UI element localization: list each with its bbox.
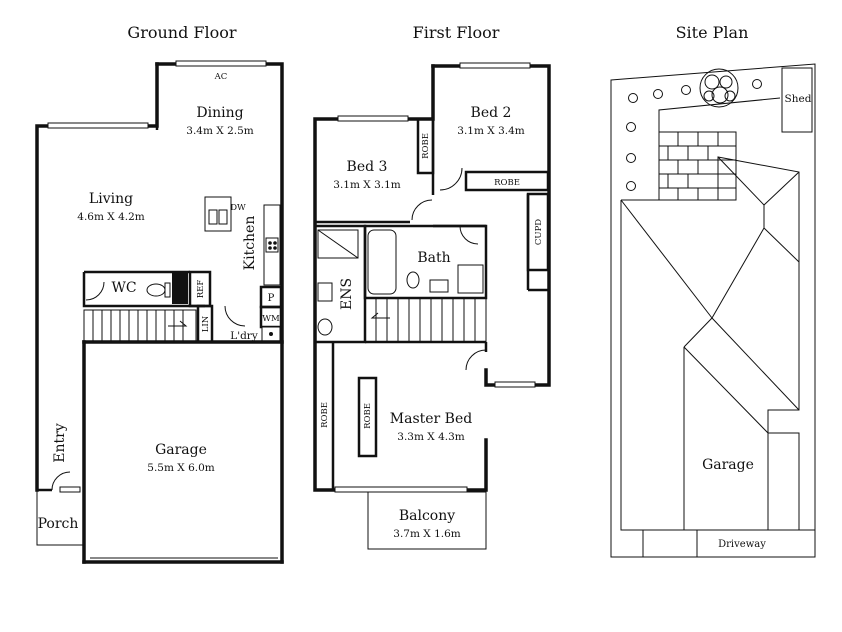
master-door-swing — [465, 349, 487, 371]
porch-outline — [36, 490, 84, 546]
living-label: Living — [89, 191, 133, 207]
bath-basin — [429, 279, 449, 293]
roof-outline — [620, 156, 800, 531]
master-robe-island — [357, 376, 378, 458]
bed3-robe — [416, 117, 435, 175]
bed3-dimensions: 3.1m X 3.1m — [333, 179, 401, 191]
bed2-window — [459, 62, 531, 69]
first-floor-title: First Floor — [413, 23, 500, 42]
site-garage-label: Garage — [702, 457, 754, 473]
shrub-icons — [626, 79, 762, 191]
ensuite-label: ENS — [339, 278, 355, 310]
washing-machine-label: WM — [262, 314, 280, 324]
bed3-robe-label: ROBE — [421, 133, 431, 159]
laundry-label: L'dry — [230, 330, 258, 342]
wc-label: WC — [111, 280, 136, 296]
bath-toilet-icon — [406, 271, 420, 289]
dining-dimensions: 3.4m X 2.5m — [186, 125, 254, 137]
bed3-door-swing — [411, 199, 433, 221]
paving-joints — [659, 132, 736, 200]
balcony-outline — [367, 491, 487, 550]
cooktop — [265, 237, 279, 253]
stair-arrow-icon — [168, 320, 188, 327]
shed — [781, 67, 813, 133]
bathtub-icon — [367, 229, 397, 295]
bed3-window — [337, 115, 409, 122]
shed-label: Shed — [785, 93, 812, 105]
bed2-robe — [464, 170, 550, 192]
site-boundary — [610, 63, 816, 558]
site-plan-title: Site Plan — [676, 23, 749, 42]
bath-door-swing — [459, 225, 479, 245]
burner — [273, 246, 277, 250]
entry-label: Entry — [52, 423, 68, 463]
burner — [273, 241, 277, 245]
bed3-label: Bed 3 — [347, 159, 388, 175]
master-side-window — [494, 381, 536, 388]
driveway-label: Driveway — [718, 539, 766, 550]
bed2-robe-label: ROBE — [494, 178, 520, 188]
wc-wall-block — [172, 272, 188, 304]
roof-ridges — [620, 156, 800, 530]
living-window — [47, 122, 149, 129]
site-plan: Shed Garage Driveway — [610, 63, 816, 558]
laundry-door-swing — [224, 305, 246, 327]
garden-edge — [658, 97, 781, 200]
ensuite-toilet-icon — [317, 318, 333, 336]
entry-door-swing — [51, 471, 71, 491]
bed2-door-swing — [439, 167, 463, 191]
kitchen-label: Kitchen — [242, 216, 258, 271]
dishwasher-label: DW — [230, 203, 246, 213]
balcony-label: Balcony — [399, 508, 455, 524]
first-floor-plan: Bed 3 3.1m X 3.1m ROBE Bed 2 3.1m X 3.4m… — [313, 62, 551, 550]
bath-label: Bath — [417, 250, 450, 266]
master-robe-wall-label: ROBE — [320, 402, 330, 428]
wc-door-swing — [85, 281, 105, 301]
stair-treads — [92, 310, 184, 342]
first-stair-arrow-icon — [370, 312, 390, 319]
fridge-label: REF — [196, 280, 206, 299]
bed2-dimensions: 3.1m X 3.4m — [457, 125, 525, 137]
sink-icon — [208, 209, 218, 225]
master-robe-island-label: ROBE — [363, 403, 373, 429]
linen-label: LIN — [201, 315, 211, 332]
sink-icon — [218, 209, 228, 225]
balcony-door — [334, 486, 468, 493]
burner — [268, 246, 272, 250]
toilet-tank — [164, 282, 171, 298]
ensuite-basin — [317, 282, 333, 302]
living-dimensions: 4.6m X 4.2m — [77, 211, 145, 223]
wc-wall — [82, 272, 205, 308]
burner — [268, 241, 272, 245]
entry-door — [59, 486, 81, 493]
ground-floor-title: Ground Floor — [127, 23, 236, 42]
toilet-icon — [146, 283, 166, 297]
bath-shower — [457, 264, 484, 294]
bed2-label: Bed 2 — [471, 105, 512, 121]
first-stair-treads — [375, 298, 476, 342]
first-stairs — [364, 297, 487, 343]
shower-diagonal — [317, 229, 359, 259]
ground-floor-plan: AC Dining 3.4m X 2.5m Living 4.6m X 4.2m… — [35, 60, 284, 564]
drain — [269, 332, 273, 336]
dining-window — [175, 60, 267, 67]
pantry-label: P — [268, 293, 275, 304]
ac-label: AC — [214, 72, 228, 82]
dining-label: Dining — [196, 105, 243, 121]
ground-outer-wall — [155, 62, 284, 564]
cupd-label: CUPD — [534, 219, 544, 245]
garage-dimensions: 5.5m X 6.0m — [147, 462, 215, 474]
tree-icon — [699, 68, 739, 108]
master-bed-dimensions: 3.3m X 4.3m — [397, 431, 465, 443]
garage-label: Garage — [155, 442, 207, 458]
balcony-dimensions: 3.7m X 1.6m — [393, 528, 461, 540]
master-bed-label: Master Bed — [390, 411, 472, 427]
porch-label: Porch — [38, 516, 79, 532]
